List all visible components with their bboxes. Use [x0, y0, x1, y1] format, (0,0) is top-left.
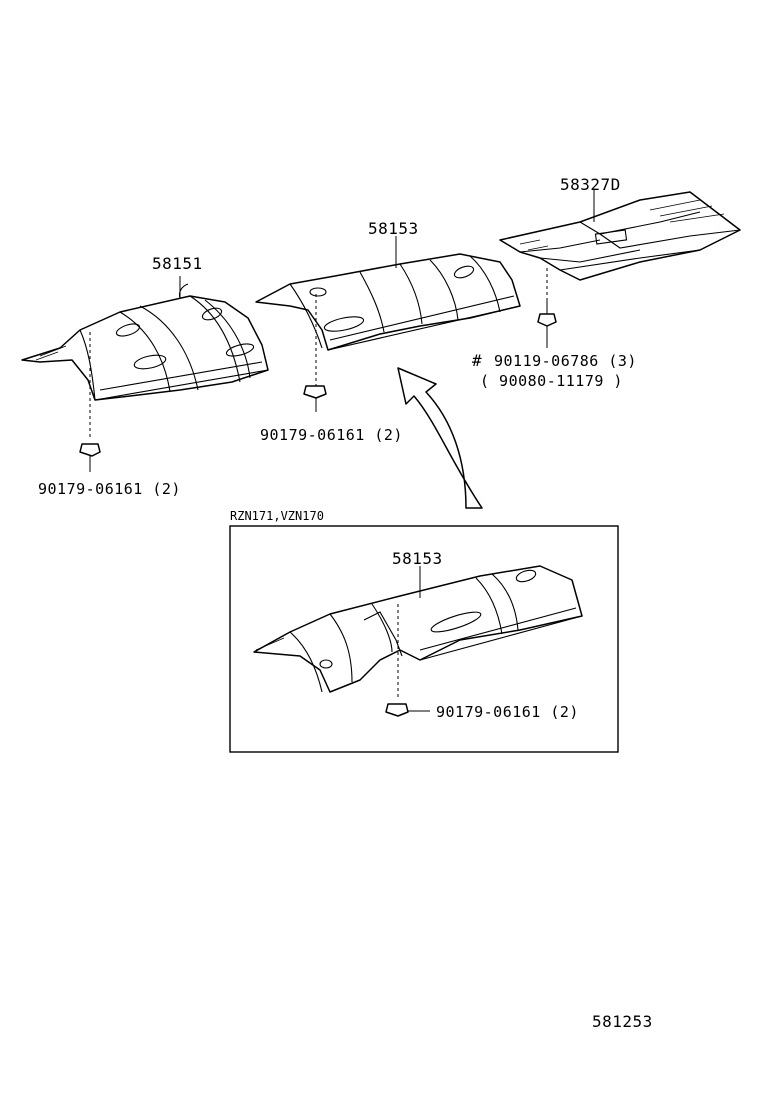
fastener-label-nut-inset: 90179-06161 (2) — [436, 703, 579, 721]
fastener-label-nut-middle: 90179-06161 (2) — [260, 426, 403, 444]
part-label-58153-inset: 58153 — [392, 549, 443, 568]
fastener-label-bolt-alt: ( 90080-11179 ) — [480, 372, 623, 390]
nut-middle-icon — [303, 385, 327, 412]
bolt-mark: # — [472, 351, 482, 370]
bolt-icon — [537, 300, 557, 348]
heat-insulator-58151 — [21, 283, 269, 401]
variant-arrow-icon — [397, 367, 483, 509]
heat-insulator-58327d — [499, 191, 741, 281]
inset-frame — [229, 525, 619, 753]
fastener-label-nut-left: 90179-06161 (2) — [38, 480, 181, 498]
fastener-label-bolt: 90119-06786 (3) — [494, 352, 637, 370]
nut-inset-icon — [385, 703, 430, 717]
nut-left-icon — [79, 443, 101, 472]
part-label-58151: 58151 — [152, 254, 203, 273]
part-label-58153: 58153 — [368, 219, 419, 238]
heat-insulator-58153 — [255, 253, 521, 351]
diagram-reference-number: 581253 — [592, 1012, 653, 1031]
part-label-58327d: 58327D — [560, 175, 621, 194]
inset-variant-label: RZN171,VZN170 — [230, 509, 324, 523]
heat-insulator-58153-variant — [253, 565, 583, 693]
